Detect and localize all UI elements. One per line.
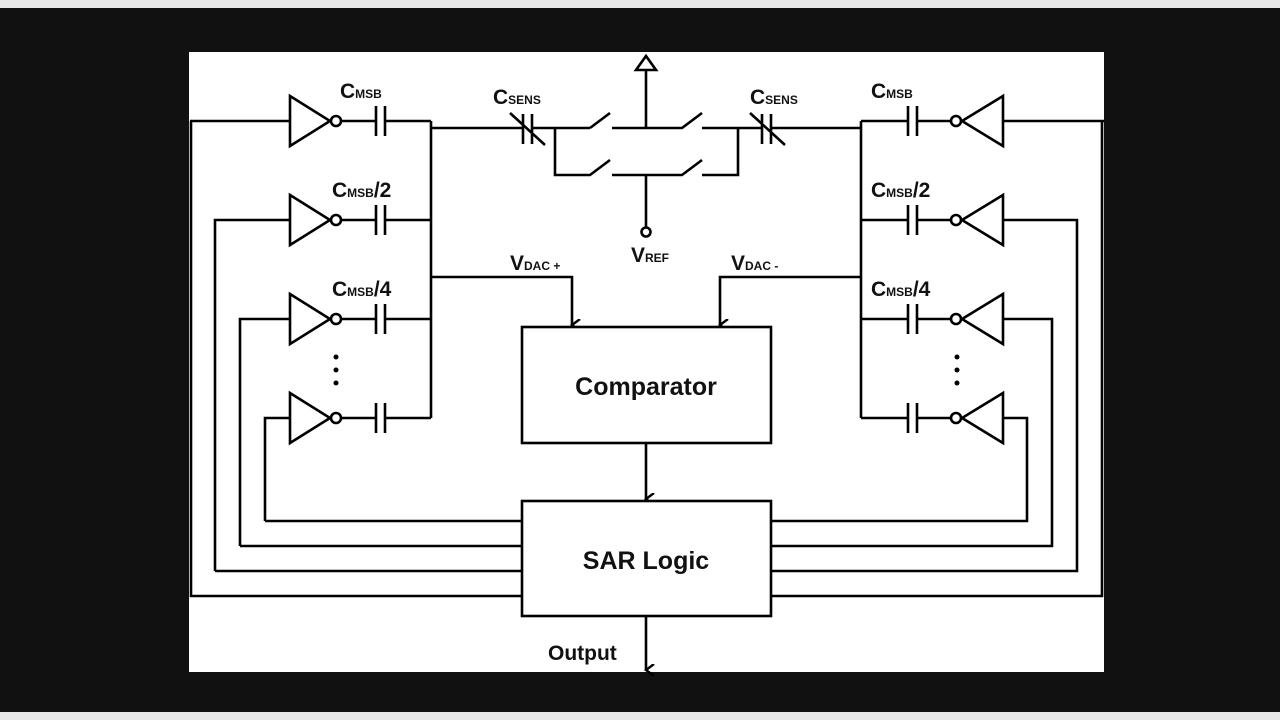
inverter-icon [288,291,343,347]
label-cmsb: CMSB [871,80,913,103]
vdac-minus-wire [720,275,861,325]
bottom-border-strip [0,712,1280,720]
supply-triangle-icon [633,53,659,72]
inverter-icon [288,93,343,149]
ellipsis-dots-icon [954,354,960,386]
right-wire-row2 [771,218,1079,573]
label-cmsb-quarter: CMSB/4 [332,278,392,301]
label-vdac-minus: VDAC - [731,252,778,275]
sar-logic-block [520,499,773,618]
label-csens-right: CSENS [750,86,798,109]
capacitor-icon [861,403,951,433]
label-csens-left: CSENS [493,86,541,109]
output-label: Output [548,642,617,665]
right-capacitor-array: CMSB CMSB/2 CMSB/4 [771,80,1104,598]
right-wire-row4 [771,416,1029,523]
variable-capacitor-icon [509,112,546,146]
left-wire-row3 [238,317,522,548]
label-vref: VREF [631,244,669,267]
capacitor-icon [341,304,431,334]
switch-icon [589,111,703,130]
right-wire-row1 [771,119,1104,598]
capacitor-icon [861,106,951,136]
inverter-icon [949,93,1005,149]
inverter-icon [288,192,343,248]
vdac-plus-wire [431,275,572,325]
inverter-icon [288,390,343,446]
vref-terminal-icon [640,226,652,238]
switch-icon [553,128,740,177]
capacitor-icon [861,304,951,334]
inverter-icon [949,390,1005,446]
sar-logic-label: SAR Logic [583,547,709,575]
capacitor-icon [341,403,431,433]
label-cmsb-quarter: CMSB/4 [871,278,931,301]
capacitor-icon [861,205,951,235]
comparator-label: Comparator [575,373,717,401]
left-wire-row1 [189,119,522,598]
inverter-icon [949,291,1005,347]
right-wire-row3 [771,317,1054,548]
variable-capacitor-icon [749,112,786,146]
left-capacitor-array: CMSB CMSB/2 CMSB/4 [189,80,522,598]
top-border-strip [0,0,1280,8]
label-cmsb-half: CMSB/2 [332,179,391,202]
left-wire-row4 [263,416,522,523]
capacitor-icon [341,106,431,136]
left-wire-row2 [213,218,522,573]
label-cmsb-half: CMSB/2 [871,179,930,202]
capacitor-icon [341,205,431,235]
sensor-switch-network: CSENS CSENS VREF [431,53,861,267]
label-cmsb: CMSB [340,80,382,103]
ellipsis-dots-icon [333,354,339,386]
label-vdac-plus: VDAC + [510,252,560,275]
comparator-block [520,325,773,445]
